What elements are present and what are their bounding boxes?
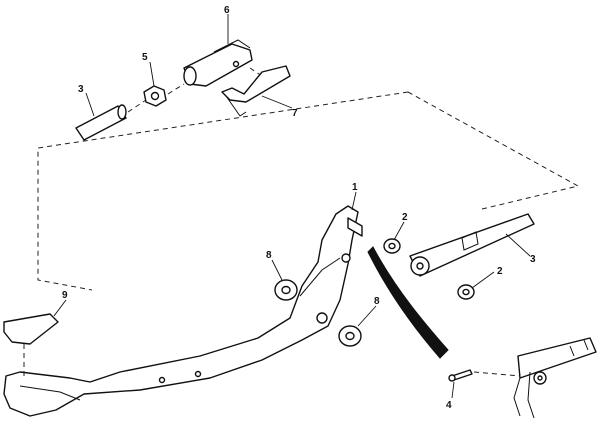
washer-upper: [383, 238, 401, 254]
pedal-pad: [3, 313, 59, 345]
linkage-connector-bar: [367, 246, 449, 359]
spacer-washer-right: [338, 325, 362, 347]
cotter-pin: [448, 369, 473, 382]
washer-lower: [457, 284, 475, 300]
callout-5: 5: [142, 52, 148, 63]
mating-linkage-partial: [513, 337, 597, 419]
assembly-dashed-outline: [37, 91, 580, 291]
callout-2-upper: 2: [402, 212, 408, 223]
callout-9: 9: [62, 290, 68, 301]
callout-4: 4: [446, 400, 452, 411]
callout-8-left: 8: [266, 250, 272, 261]
pedal-arm: [3, 205, 363, 417]
callout-leaders: [53, 14, 531, 399]
spacer-washer-left: [274, 279, 298, 301]
callout-1: 1: [352, 182, 358, 193]
link-rod: [409, 213, 535, 277]
spring-clip: [221, 65, 291, 117]
callout-3-top: 3: [78, 84, 84, 95]
callout-7: 7: [292, 108, 298, 119]
callout-8-right: 8: [374, 296, 380, 307]
callout-6: 6: [224, 5, 230, 16]
clevis: [183, 39, 253, 87]
hex-nut: [143, 85, 167, 107]
callout-2-lower: 2: [497, 266, 503, 277]
callout-3-right: 3: [530, 254, 536, 265]
sleeve-tube: [75, 104, 127, 141]
